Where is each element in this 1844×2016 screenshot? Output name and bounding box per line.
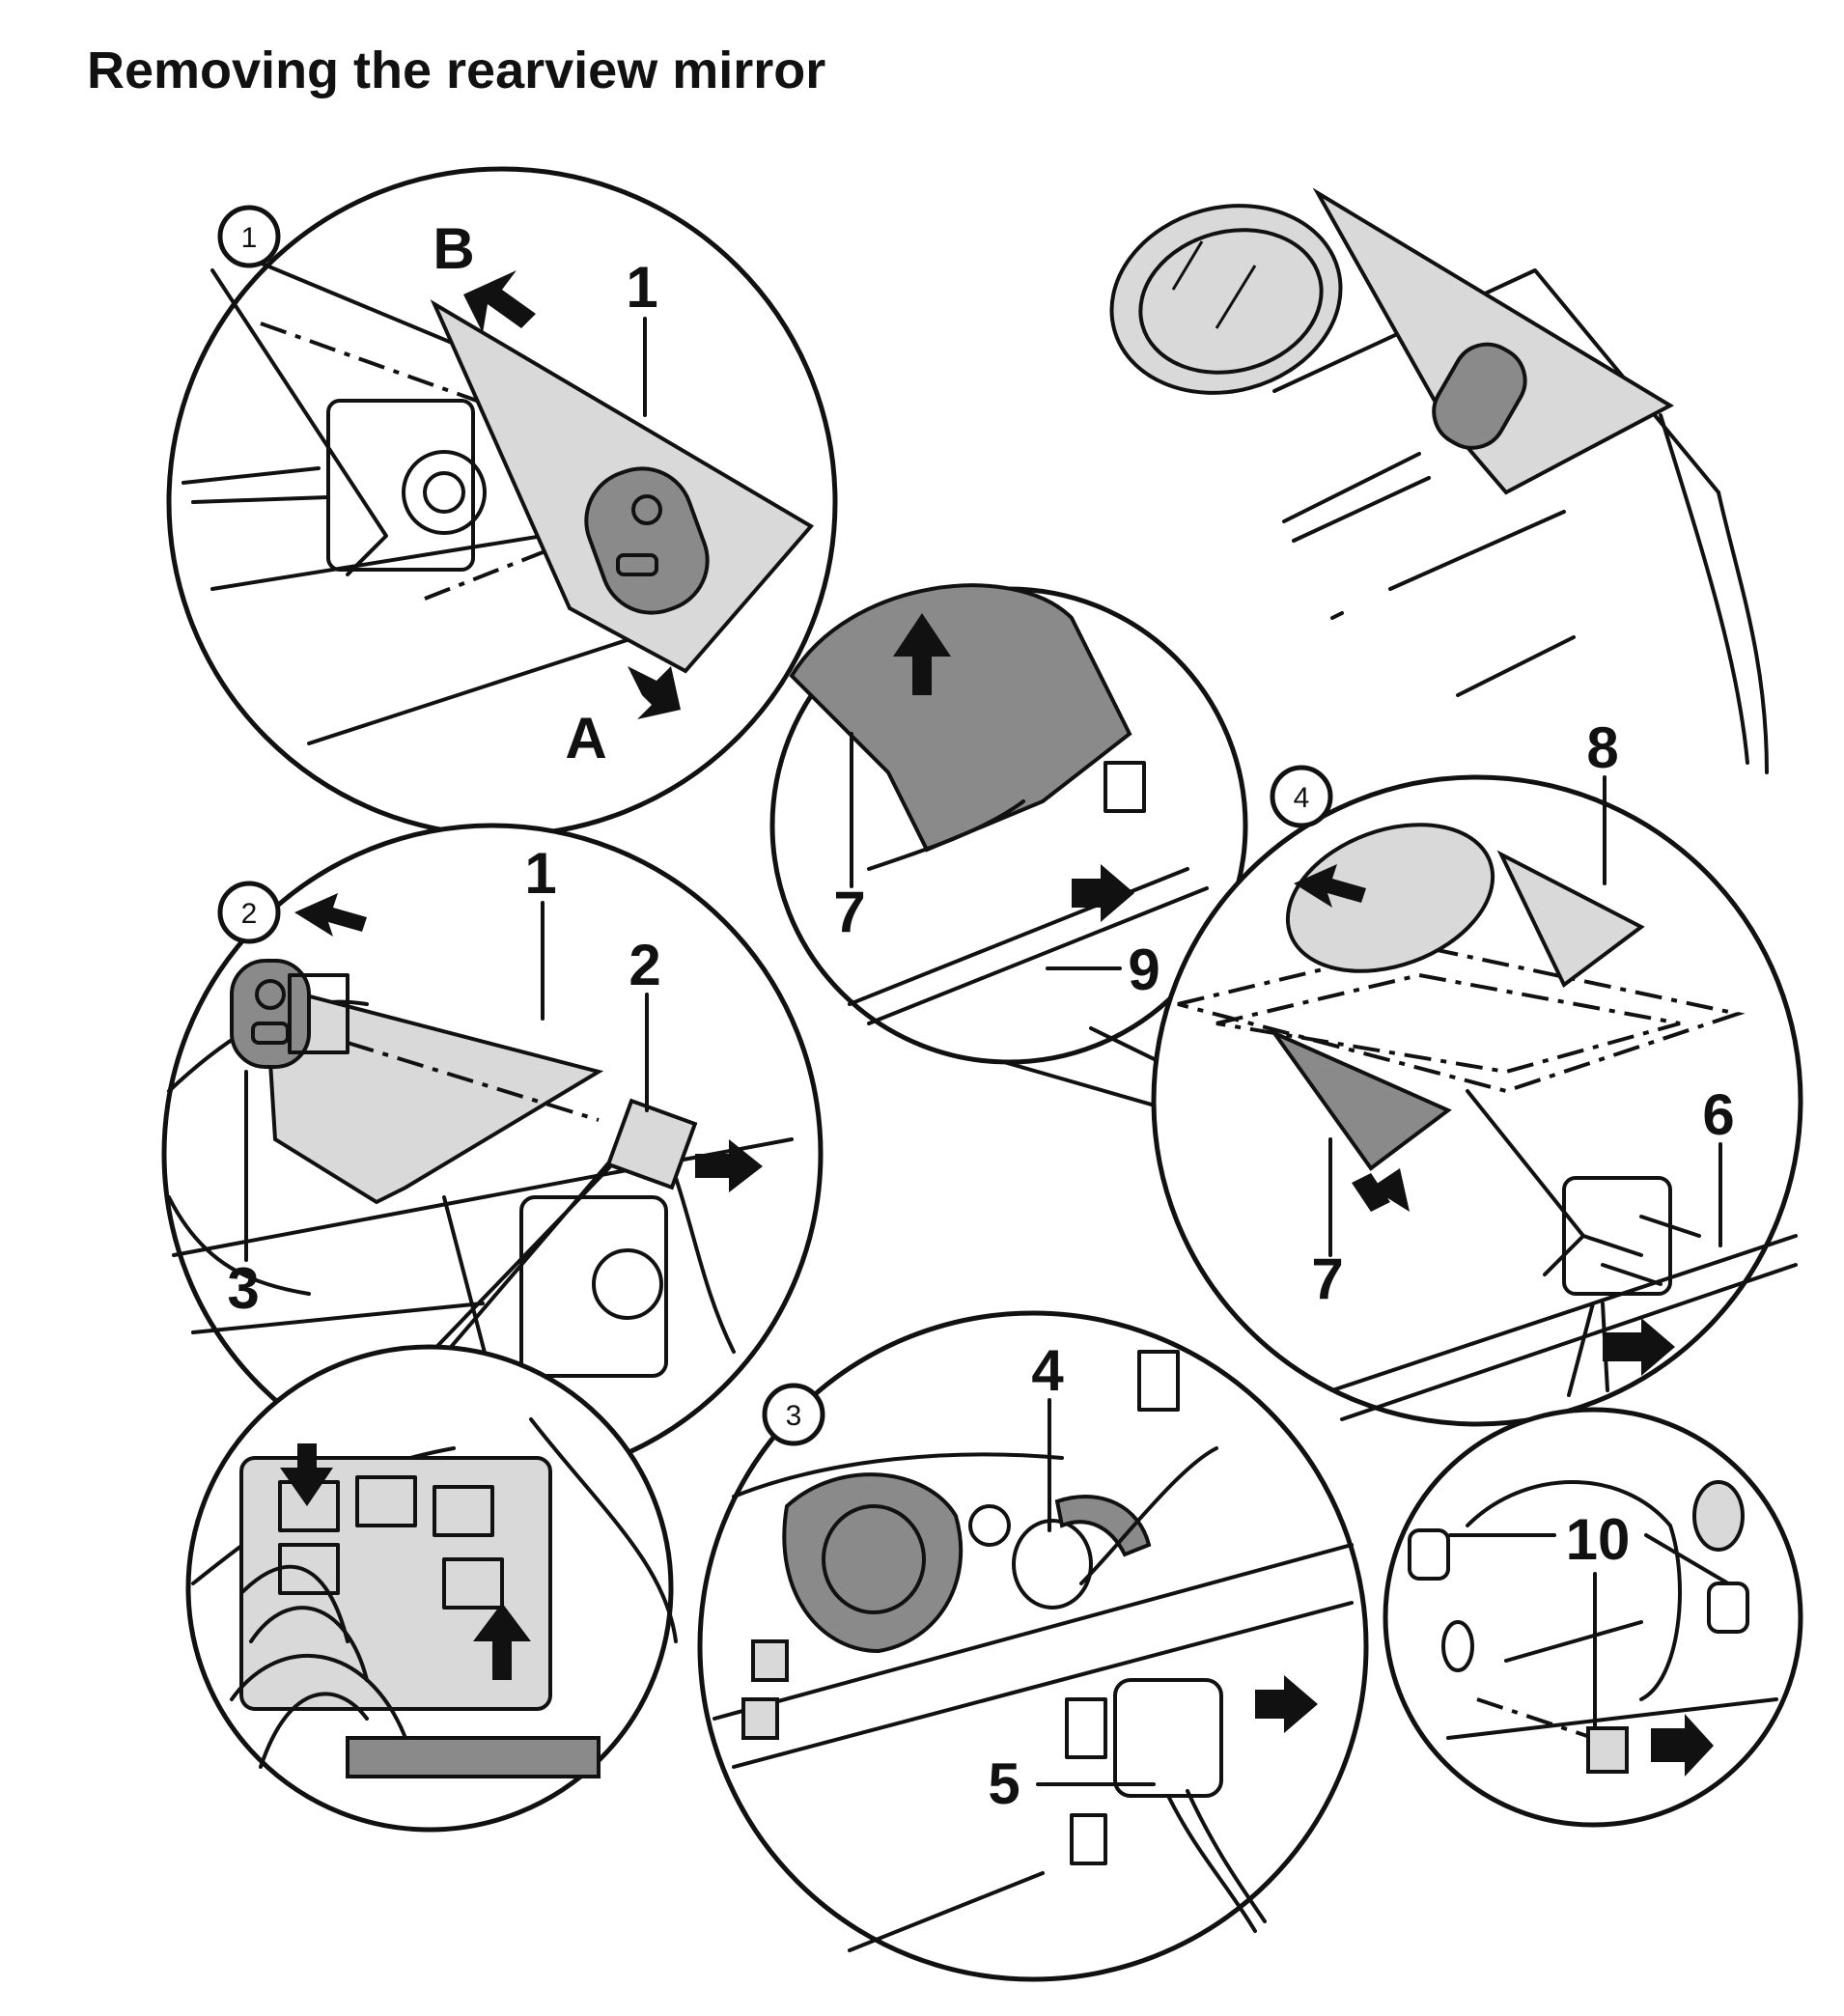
callout-p4-part8: 8 [1586, 715, 1618, 780]
callout-p1-part1: 1 [626, 255, 657, 320]
overview-mirror [1109, 187, 1769, 774]
step-3-number: 3 [786, 1400, 802, 1432]
detail-circle-4 [1151, 774, 1803, 1427]
callout-p2-part3: 3 [227, 1256, 259, 1321]
page-title: Removing the rearview mirror [87, 42, 826, 99]
detail-circle-2 [161, 823, 824, 1485]
step-3-badge [762, 1383, 825, 1446]
callout-p7-part9: 9 [1128, 938, 1159, 1002]
link-line-c [1567, 1302, 1595, 1397]
step-1-number: 1 [241, 222, 258, 254]
link-line-d [1601, 1302, 1609, 1392]
step-2-badge [217, 881, 281, 944]
detail-circle-1 [166, 166, 838, 838]
callout-p10-part10: 10 [1566, 1507, 1631, 1572]
callout-p3-part5: 5 [988, 1751, 1020, 1816]
callout-p4-part7: 7 [1311, 1246, 1343, 1311]
step-2-number: 2 [241, 898, 258, 930]
step-4-number: 4 [1294, 782, 1310, 814]
callout-p1-dirA: A [565, 706, 606, 770]
callout-p2-part1: 1 [524, 841, 556, 906]
callout-p7-part7: 7 [833, 880, 865, 944]
connector-closeup [185, 1344, 678, 1833]
callout-p4-part6: 6 [1702, 1082, 1734, 1147]
callout-p2-part2: 2 [629, 933, 660, 997]
callout-p1-dirB: B [433, 216, 474, 281]
leader-p10-right [1644, 1533, 1730, 1585]
step-1-badge [217, 205, 281, 268]
callout-p3-part4: 4 [1031, 1338, 1064, 1403]
detail-circle-7-9 [769, 583, 1248, 1065]
detail-circle-3 [697, 1310, 1369, 1982]
step-4-badge [1270, 765, 1333, 828]
